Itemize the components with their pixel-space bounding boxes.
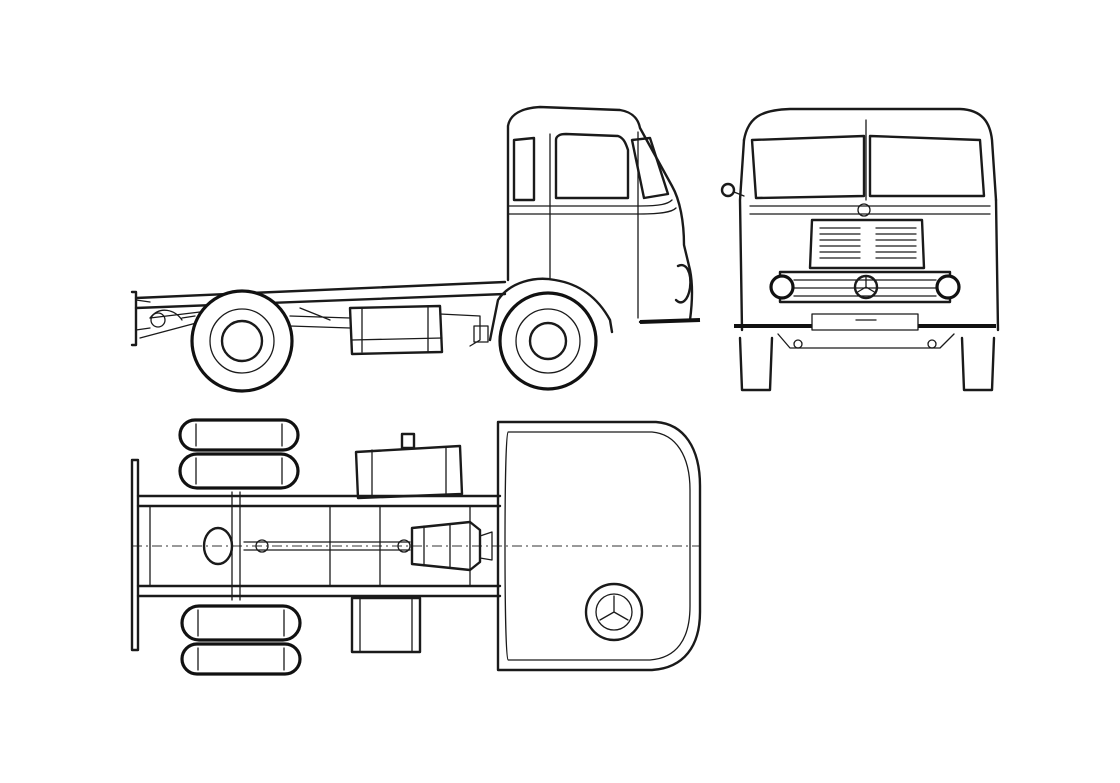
star-emblem — [853, 274, 879, 300]
front-wheel — [498, 291, 598, 391]
rear-tires-lower — [180, 604, 302, 676]
top-fuel-tank — [354, 432, 464, 500]
grille-louvers — [819, 227, 917, 259]
side-view — [130, 105, 701, 393]
headlight-right — [935, 274, 961, 300]
battery-box — [350, 596, 422, 654]
rear-tires-upper — [178, 418, 300, 490]
rear-wheel — [190, 289, 294, 393]
cab-roof — [496, 420, 702, 672]
front-view — [720, 107, 1000, 392]
headlight-left — [769, 274, 795, 300]
cab-side — [506, 105, 701, 324]
fuel-tank — [348, 304, 444, 356]
top-view — [130, 418, 702, 676]
